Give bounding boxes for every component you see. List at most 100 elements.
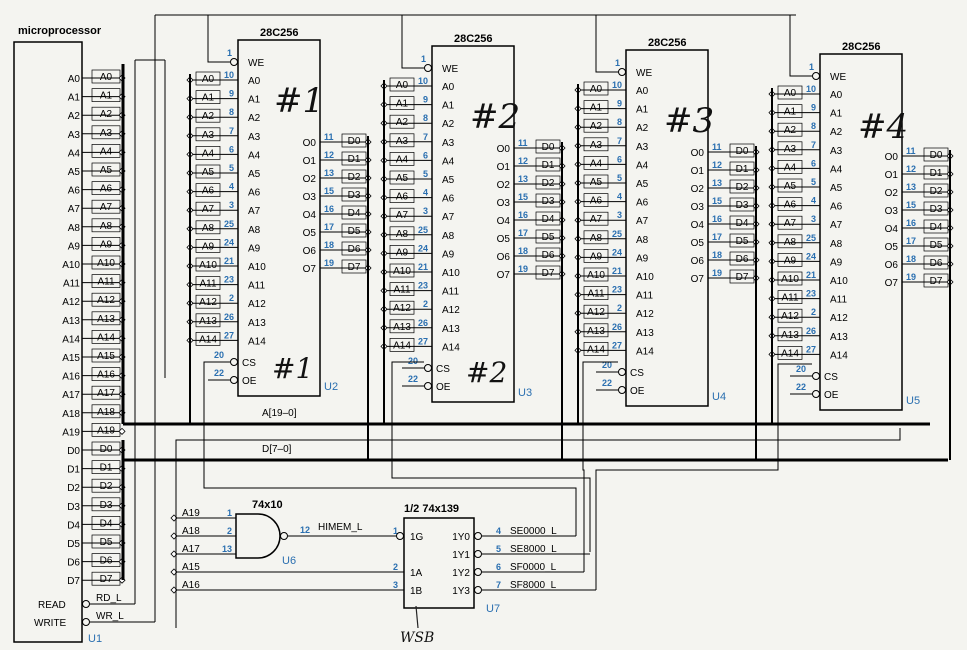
mem2-data-num-5: 17 xyxy=(518,228,528,238)
mem1-addr-num-12: 2 xyxy=(229,293,234,303)
handwritten-notes: #1 #2 #3 #4 #1 #2 WSB xyxy=(272,81,908,646)
mem4-addr-wire-a6: A6 xyxy=(784,200,797,211)
addr-wire-a13: A13 xyxy=(97,314,115,325)
we-pin-1: 1 xyxy=(227,48,232,58)
mem2-out-o3: O3 xyxy=(497,198,511,209)
mem1-data-wire-d0: D0 xyxy=(348,136,361,147)
mem2-addr-pin-a1: A1 xyxy=(442,101,455,112)
cpu-pin-d1: D1 xyxy=(67,465,80,476)
mem4-addr-pin-a6: A6 xyxy=(830,202,843,213)
mem4-addr-wire-a9: A9 xyxy=(784,255,797,266)
mem4-addr-pin-a4: A4 xyxy=(830,164,843,175)
addr-wire-a18: A18 xyxy=(97,407,115,418)
cs-routes xyxy=(175,361,901,628)
mem3-addr-pin-a11: A11 xyxy=(636,291,653,302)
mem3-addr-pin-a2: A2 xyxy=(636,123,649,134)
oe-pin-1: 22 xyxy=(214,368,224,378)
mem1-data-num-1: 12 xyxy=(324,150,334,160)
mem3-data-wire-d1: D1 xyxy=(736,164,749,175)
hand-bottom-note: WSB xyxy=(400,630,434,646)
mem2-addr-num-10: 21 xyxy=(418,262,428,272)
mem1-addr-num-0: 10 xyxy=(224,70,234,80)
mem1-addr-wire-a10: A10 xyxy=(199,260,217,271)
cpu-pin-d7: D7 xyxy=(67,576,80,587)
addr-wire-a3: A3 xyxy=(100,128,113,139)
mem4-addr-wire-a0: A0 xyxy=(784,88,797,99)
mem1-data-num-2: 13 xyxy=(324,168,334,178)
mem3-addr-num-10: 21 xyxy=(612,266,622,276)
mem1-out-o7: O7 xyxy=(303,264,317,275)
mem2-addr-pin-a12: A12 xyxy=(442,305,460,316)
mem3-addr-wire-a11: A11 xyxy=(587,289,604,300)
mem3-addr-pin-a7: A7 xyxy=(636,216,649,227)
mem2-addr-pin-a7: A7 xyxy=(442,212,455,223)
cpu-pin-a17: A17 xyxy=(62,390,80,401)
rd-net-label: RD_L xyxy=(96,593,122,604)
addr-wire-a10: A10 xyxy=(97,258,115,269)
mem2-out-o0: O0 xyxy=(497,144,511,155)
oe-label-1: OE xyxy=(242,376,257,387)
mem2-addr-pin-a5: A5 xyxy=(442,175,455,186)
mem4-data-num-3: 15 xyxy=(906,200,916,210)
mem4-addr-pin-a14: A14 xyxy=(830,350,848,361)
mem4-out-o7: O7 xyxy=(885,278,899,289)
decoder-out-pin-3: 7 xyxy=(496,580,501,590)
decoder-out-1y1: 1Y1 xyxy=(452,550,470,561)
mem1-data-wire-d7: D7 xyxy=(348,262,361,273)
mem1-addr-pin-a9: A9 xyxy=(248,243,261,254)
mem3-addr-num-6: 4 xyxy=(617,192,622,202)
memory-chip-ref-1: U2 xyxy=(324,381,338,393)
mem4-addr-pin-a13: A13 xyxy=(830,332,848,343)
mem1-addr-wire-a7: A7 xyxy=(202,204,215,215)
hand-chip-4: #4 xyxy=(858,107,908,147)
mem2-addr-wire-a10: A10 xyxy=(393,266,411,277)
mem2-addr-num-0: 10 xyxy=(418,76,428,86)
mem2-addr-pin-a3: A3 xyxy=(442,138,455,149)
mem3-addr-wire-a2: A2 xyxy=(590,121,603,132)
mem3-data-num-7: 19 xyxy=(712,268,722,278)
nand-input-a18: A18 xyxy=(182,526,200,537)
mem1-addr-pin-a3: A3 xyxy=(248,132,261,143)
decoder-in-1a: 1A xyxy=(410,568,423,579)
cpu-pin-a8: A8 xyxy=(68,223,81,234)
mem1-addr-wire-a12: A12 xyxy=(199,297,217,308)
mem1-addr-pin-a8: A8 xyxy=(248,225,261,236)
addr-wire-a7: A7 xyxy=(100,202,113,213)
mem2-data-wire-d1: D1 xyxy=(542,160,555,171)
memory-chip-ref-4: U5 xyxy=(906,395,920,407)
mem4-addr-pin-a5: A5 xyxy=(830,183,843,194)
mem1-data-wire-d2: D2 xyxy=(348,172,361,183)
cpu-pin-a13: A13 xyxy=(62,316,80,327)
himem-label: HIMEM_L xyxy=(318,522,363,533)
mem3-out-o0: O0 xyxy=(691,148,705,159)
mem2-data-wire-d0: D0 xyxy=(542,142,555,153)
nand-pin-0: 1 xyxy=(227,508,232,518)
mem1-addr-num-8: 25 xyxy=(224,219,234,229)
mem4-addr-wire-a3: A3 xyxy=(784,144,797,155)
cpu-pin-a15: A15 xyxy=(62,353,80,364)
decoder-in-pin-0: 1 xyxy=(393,526,398,536)
addr-wire-a19: A19 xyxy=(97,425,115,436)
mem4-addr-num-13: 26 xyxy=(806,326,816,336)
mem4-addr-wire-a7: A7 xyxy=(784,218,797,229)
mem4-data-wire-d7: D7 xyxy=(930,276,943,287)
decoder-a-input-2: A16 xyxy=(182,580,200,591)
mem1-addr-wire-a1: A1 xyxy=(202,93,215,104)
mem4-data-num-1: 12 xyxy=(906,164,916,174)
mem2-data-wire-d2: D2 xyxy=(542,178,555,189)
mem2-data-num-6: 18 xyxy=(518,246,528,256)
we-label-1: WE xyxy=(248,58,264,69)
mem4-out-o3: O3 xyxy=(885,206,899,217)
mem1-addr-pin-a13: A13 xyxy=(248,318,266,329)
mem2-addr-num-4: 6 xyxy=(423,150,428,160)
mem1-data-wire-d4: D4 xyxy=(348,208,361,219)
memory-chip-ref-3: U4 xyxy=(712,391,726,403)
addr-wire-a17: A17 xyxy=(97,388,115,399)
mem3-addr-num-7: 3 xyxy=(617,210,622,220)
mem4-data-num-0: 11 xyxy=(906,146,916,156)
mem1-addr-num-4: 6 xyxy=(229,144,234,154)
mem1-addr-pin-a4: A4 xyxy=(248,150,261,161)
cpu-pin-a0: A0 xyxy=(68,74,81,85)
